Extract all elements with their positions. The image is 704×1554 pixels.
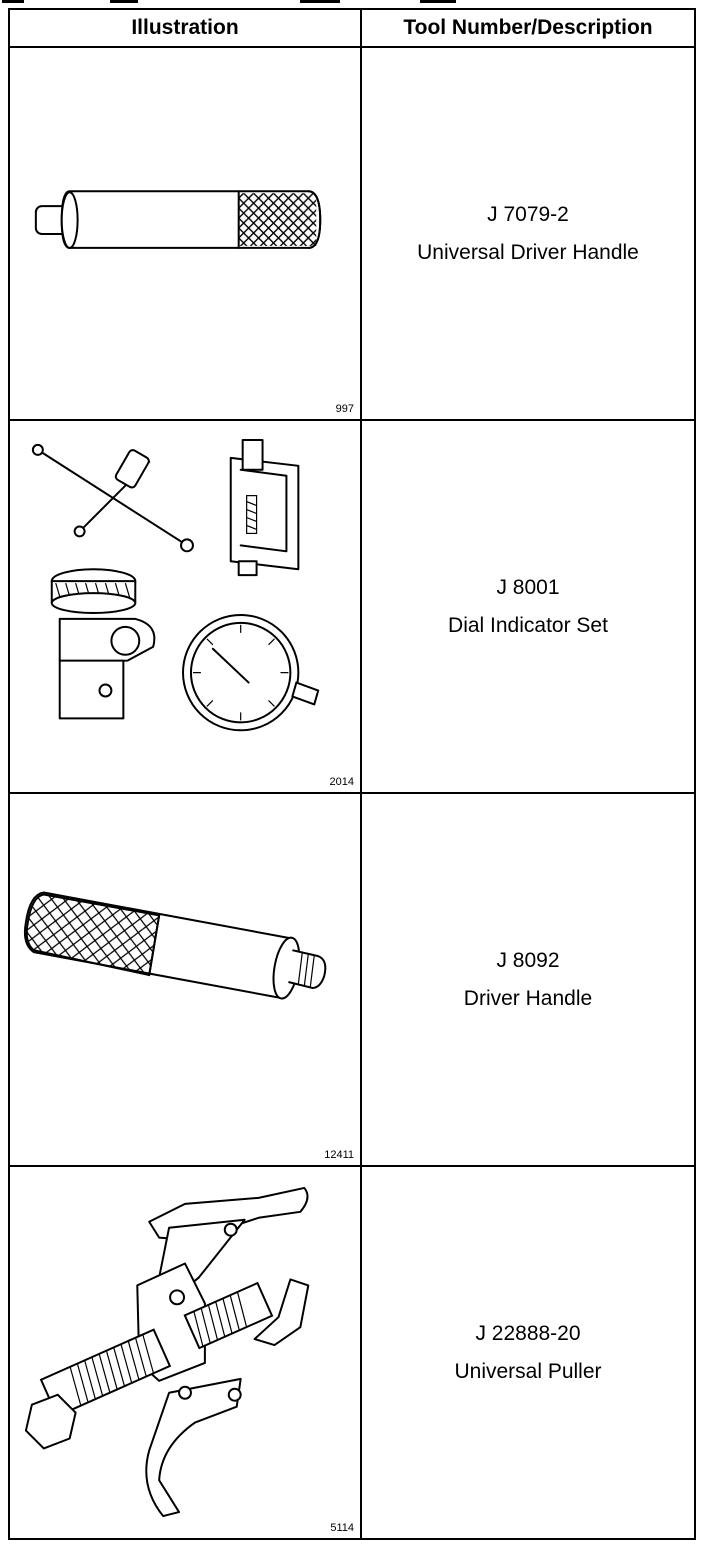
tool-number: J 7079-2	[487, 202, 569, 226]
description-cell: J 22888-20 Universal Puller	[360, 1165, 696, 1540]
figure-number: 5114	[330, 1522, 354, 1534]
figure-number: 997	[335, 403, 354, 415]
cut-off-heading-fragment	[2, 0, 456, 3]
table-header-row: Illustration Tool Number/Description	[8, 8, 696, 48]
universal-driver-handle-icon	[34, 190, 322, 249]
tool-description: Universal Puller	[454, 1359, 602, 1383]
description-header: Tool Number/Description	[360, 8, 696, 48]
tool-number: J 8001	[496, 575, 560, 599]
description-cell: J 7079-2 Universal Driver Handle	[360, 46, 696, 421]
table-row: 2014 J 8001 Dial Indicator Set	[8, 419, 696, 794]
tool-description: Universal Driver Handle	[417, 240, 639, 264]
illustration-cell: 997	[8, 46, 362, 421]
figure-number: 2014	[329, 776, 354, 788]
figure-number: 12411	[324, 1149, 354, 1161]
illustration-header: Illustration	[8, 8, 362, 48]
dial-indicator-set-icon	[31, 438, 320, 732]
illustration-cell: 2014	[8, 419, 362, 794]
table-row: 12411 J 8092 Driver Handle	[8, 792, 696, 1167]
special-tools-table: Illustration Tool Number/Description	[8, 8, 696, 1540]
illustration-cell: 5114	[8, 1165, 362, 1540]
illustration-cell: 12411	[8, 792, 362, 1167]
universal-puller-icon	[24, 1186, 310, 1518]
description-cell: J 8001 Dial Indicator Set	[360, 419, 696, 794]
table-row: 5114 J 22888-20 Universal Puller	[8, 1165, 696, 1540]
description-cell: J 8092 Driver Handle	[360, 792, 696, 1167]
driver-handle-icon	[23, 891, 327, 1000]
tool-number: J 8092	[496, 948, 560, 972]
tool-description: Driver Handle	[463, 986, 593, 1010]
tool-description: Dial Indicator Set	[448, 613, 608, 637]
tool-number: J 22888-20	[475, 1321, 581, 1345]
table-row: 997 J 7079-2 Universal Driver Handle	[8, 46, 696, 421]
